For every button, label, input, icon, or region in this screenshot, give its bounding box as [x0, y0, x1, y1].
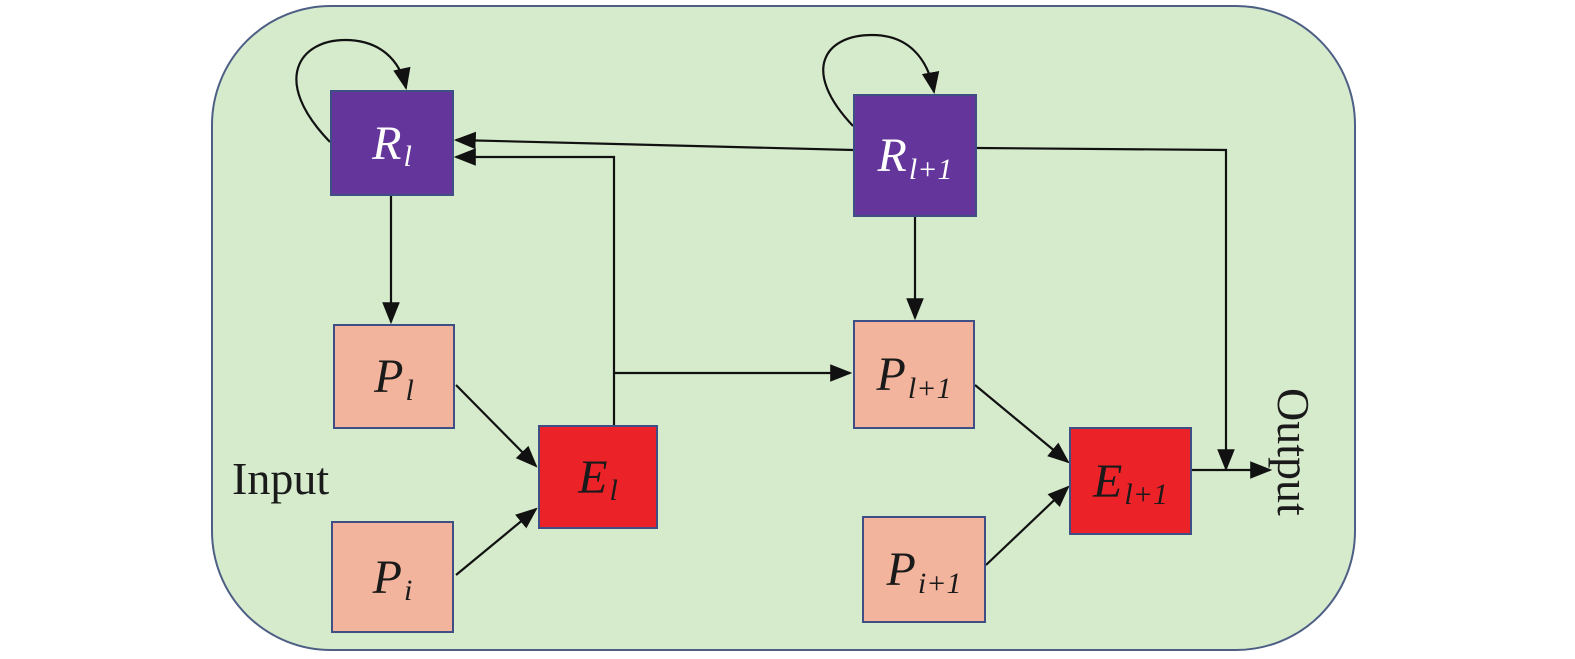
- node-r-l1-main: R: [877, 129, 907, 182]
- node-p-l1-main: P: [876, 348, 906, 401]
- self-loop-arrow-r-l1: [822, 33, 940, 127]
- node-p-i1-main: P: [886, 543, 916, 596]
- node-e-l-main: E: [578, 450, 608, 504]
- node-e-l1-main: E: [1093, 454, 1123, 508]
- input-label: Input: [232, 453, 330, 504]
- arrow-p-i1-to-e-l1: [985, 485, 1070, 566]
- output-label: Output: [1268, 388, 1319, 516]
- node-r-l-sub: l: [403, 140, 412, 173]
- arrow-p-l-to-e-l: [455, 384, 538, 468]
- arrow-r-l1-to-r-l: [453, 131, 854, 152]
- node-p-i1-sub: i+1: [917, 566, 962, 600]
- node-e-l-sub: l: [609, 474, 618, 507]
- node-p-i-sub: i: [403, 574, 413, 607]
- arrow-p-i-to-e-l: [455, 507, 538, 576]
- node-r-l1-sub: l+1: [908, 152, 953, 186]
- node-e-l1-sub: l+1: [1124, 478, 1168, 511]
- arrow-r-l1-to-output: [976, 146, 1235, 472]
- self-loop-arrow-r-l: [295, 38, 411, 143]
- node-p-l-main: P: [374, 350, 404, 403]
- node-p-l1-sub: l+1: [907, 371, 952, 405]
- arrow-e-l-to-r-l: [453, 148, 616, 425]
- node-p-l-sub: l: [405, 373, 414, 407]
- node-r-l-main: R: [372, 116, 402, 170]
- arrow-p-l1-to-e-l1: [974, 384, 1070, 464]
- node-p-i-main: P: [372, 550, 402, 604]
